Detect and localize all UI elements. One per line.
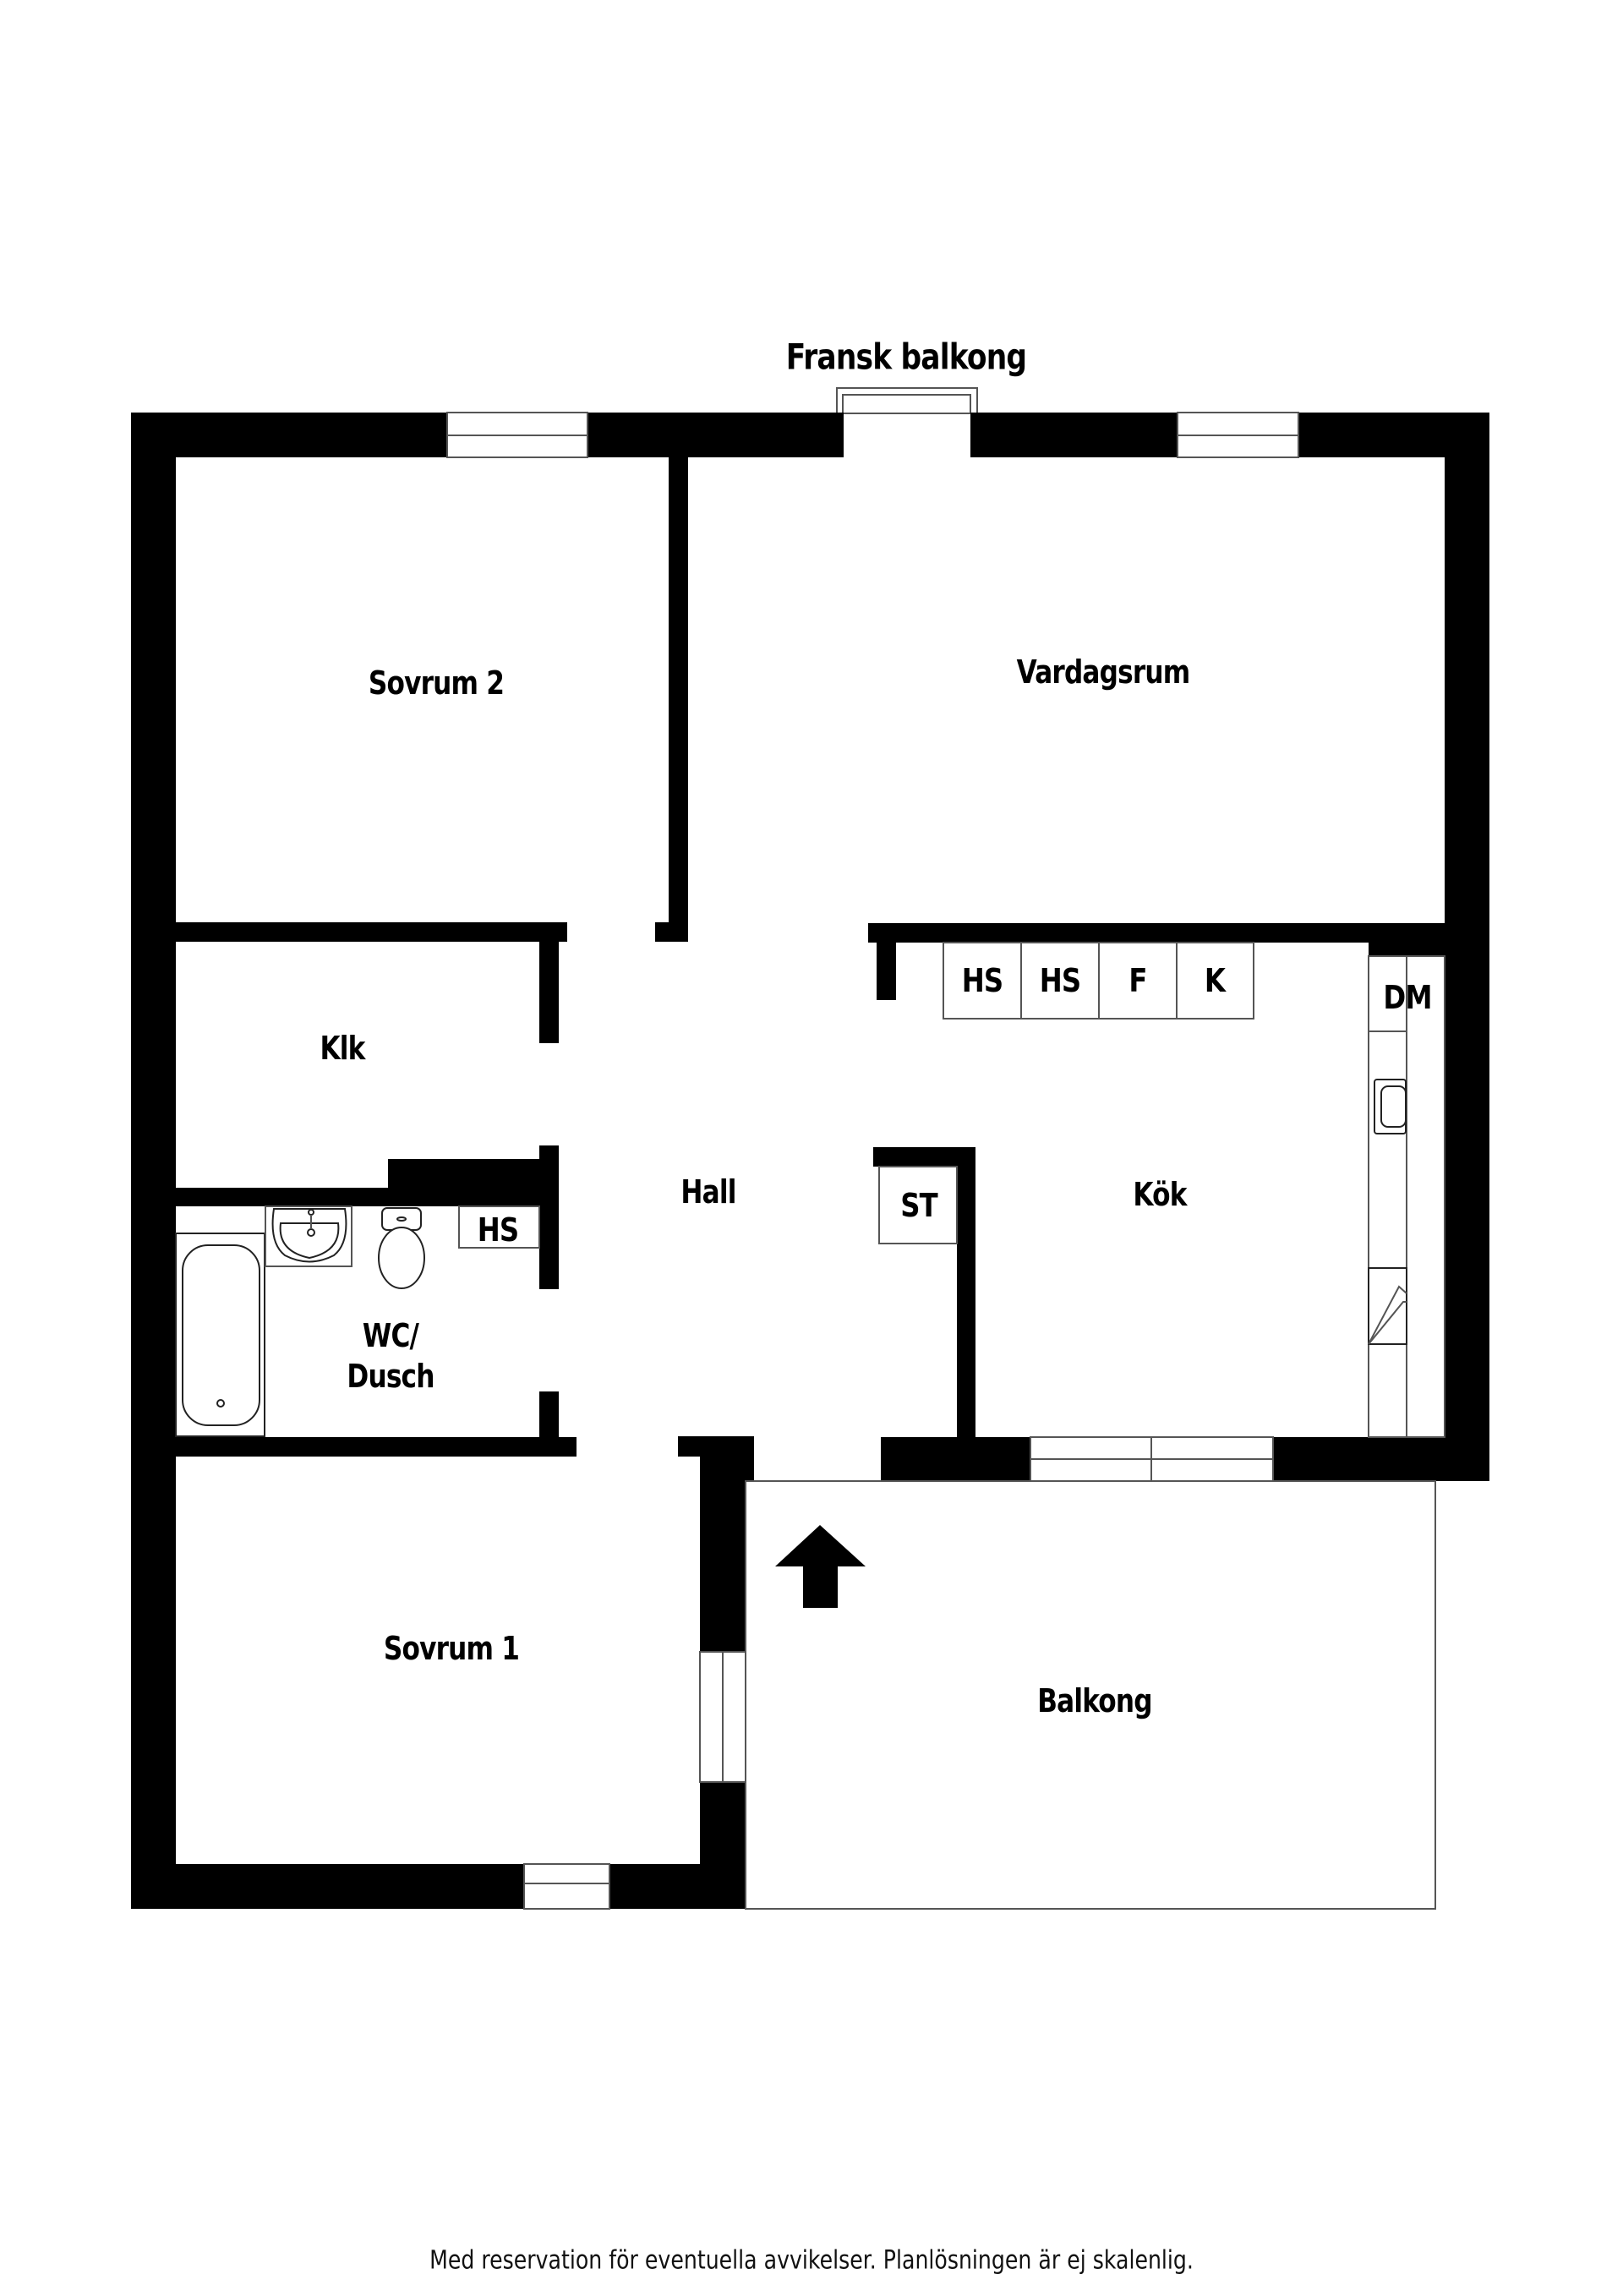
- room-label-sovrum-2: Sovrum 2: [368, 664, 505, 702]
- kitchen-cabinets: [878, 942, 1445, 1438]
- room-label-wc-dusch: WC/ Dusch: [347, 1315, 434, 1397]
- stove-icon: [1368, 1267, 1407, 1345]
- room-label-kok: Kök: [1133, 1176, 1187, 1213]
- fixture-label-freezer: K: [1204, 962, 1226, 999]
- windows: [446, 412, 1299, 1910]
- fixture-label-hs-2: HS: [1039, 962, 1081, 999]
- balcony-outline: [745, 1480, 1436, 1910]
- room-label-vardagsrum: Vardagsrum: [1016, 653, 1191, 691]
- kitchen-sink-icon: [1374, 1079, 1407, 1134]
- bathtub-icon: [175, 1233, 265, 1437]
- room-label-balkong: Balkong: [1037, 1682, 1152, 1719]
- fixture-label-fridge: F: [1128, 962, 1147, 999]
- room-label-sovrum-1: Sovrum 1: [383, 1630, 520, 1667]
- arrow-up-icon: [775, 1525, 866, 1608]
- fixture-label-hs-1: HS: [961, 962, 1003, 999]
- washbasin-icon: [265, 1205, 352, 1267]
- toilet-icon: [378, 1207, 425, 1289]
- outer-walls: [131, 413, 1489, 1909]
- room-label-wc-line2: Dusch: [347, 1358, 434, 1395]
- room-label-hall: Hall: [680, 1173, 736, 1211]
- interior-walls: [176, 457, 1445, 1457]
- room-label-wc-line1: WC/: [362, 1317, 419, 1354]
- wc-hs-cabinet: [458, 1205, 540, 1249]
- french-balcony-label: Fransk balkong: [785, 336, 1027, 378]
- fixture-label-dishwasher: DM: [1383, 979, 1432, 1016]
- room-label-klk: Klk: [320, 1030, 365, 1067]
- disclaimer-text: Med reservation för eventuella avvikelse…: [429, 2245, 1194, 2276]
- fixture-label-wc-hs: HS: [477, 1211, 519, 1249]
- fixture-label-storage: ST: [900, 1187, 937, 1224]
- french-balcony-frame: [836, 387, 978, 414]
